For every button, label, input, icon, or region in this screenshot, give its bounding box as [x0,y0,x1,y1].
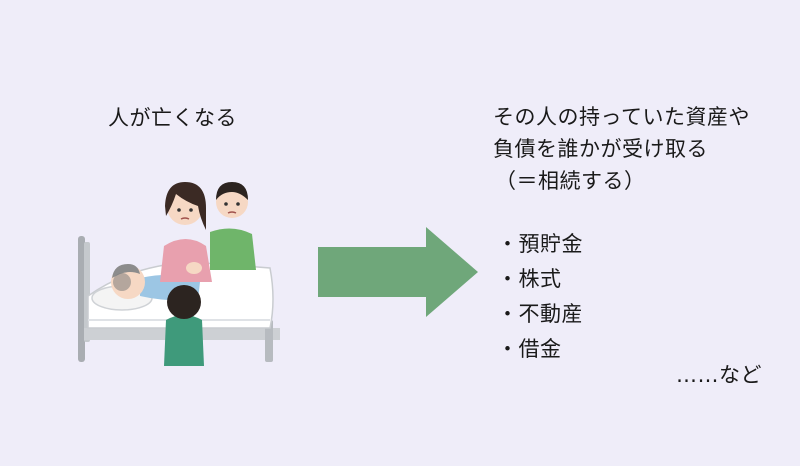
list-item: ・借金 [497,337,562,361]
woman-icon [160,182,212,282]
description-line: その人の持っていた資産や [493,105,750,129]
etc-label: ……など [676,363,762,387]
description-line: （＝相続する） [495,169,646,193]
man-icon [210,182,256,270]
description: その人の持っていた資産や 負債を誰かが受け取る （＝相続する） [493,101,750,197]
hospital-bedside-illustration [78,182,280,366]
asset-list: ・預貯金 ・株式 ・不動産 ・借金 [497,228,583,368]
left-caption: 人が亡くなる [108,106,237,130]
arrow-right-icon [318,227,478,317]
child-icon [164,285,204,366]
list-item: ・株式 [497,267,562,291]
description-line: 負債を誰かが受け取る [493,137,708,161]
list-item: ・不動産 [497,302,583,326]
list-item: ・預貯金 [497,232,583,256]
